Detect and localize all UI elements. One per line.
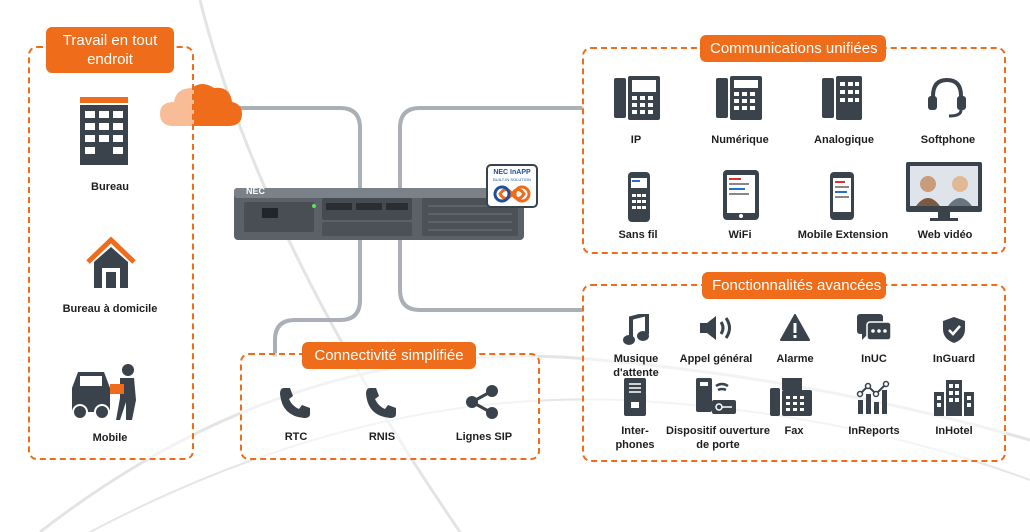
rtc-label: RTC xyxy=(284,431,308,443)
paging-label: Appel général xyxy=(679,353,753,365)
mobile-extension-label: Mobile Extension xyxy=(797,229,889,241)
device-brand-label: NEC xyxy=(246,186,266,196)
badge-line2: BUILT-IN SOLUTION xyxy=(493,177,531,182)
video-call-monitor-icon xyxy=(906,162,982,221)
web-video-label: Web vidéo xyxy=(917,229,973,241)
softphone-label: Softphone xyxy=(920,134,976,146)
person-with-car-icon xyxy=(72,364,136,420)
inhotel-label: InHotel xyxy=(935,425,973,437)
rnis-label: RNIS xyxy=(368,431,396,443)
alarm-label: Alarme xyxy=(776,353,814,365)
badge-line1: NEC InAPP xyxy=(493,169,531,176)
inreports-label: InReports xyxy=(848,425,900,437)
numerique-label: Numérique xyxy=(711,134,769,146)
inapp-badge: NEC InAPP BUILT-IN SOLUTION xyxy=(486,164,538,208)
inguard-label: InGuard xyxy=(932,353,976,365)
mobile-phone-icon xyxy=(830,172,854,220)
intercom-label: Inter-phones xyxy=(615,425,655,451)
analogique-label: Analogique xyxy=(814,134,874,146)
wifi-tablet-icon xyxy=(723,170,759,220)
shield-check-icon xyxy=(943,317,965,343)
connectivity-title: Connectivité simplifiée xyxy=(302,342,476,369)
inuc-label: InUC xyxy=(861,353,887,365)
office-building-icon xyxy=(80,97,128,165)
cordless-phone-icon xyxy=(628,172,650,222)
chat-bubble-icon xyxy=(857,314,891,341)
fax-icon xyxy=(770,378,812,416)
door-opener-icon xyxy=(696,378,736,414)
sans-fil-label: Sans fil xyxy=(618,229,658,241)
ip-label: IP xyxy=(630,134,642,146)
reports-chart-icon xyxy=(856,380,890,414)
mobile-label: Mobile xyxy=(92,432,128,444)
infinity-icon xyxy=(493,185,531,203)
bureau-label: Bureau xyxy=(91,181,129,193)
wifi-label: WiFi xyxy=(728,229,752,241)
sip-lines-label: Lignes SIP xyxy=(455,431,513,443)
music-note-icon xyxy=(623,314,649,345)
intercom-icon xyxy=(624,378,646,416)
advanced-features-title: Fonctionnalités avancées xyxy=(702,272,886,299)
speaker-icon xyxy=(700,316,731,340)
analog-phone-icon xyxy=(822,76,862,120)
home-icon xyxy=(86,236,136,288)
digital-phone-icon xyxy=(716,76,762,120)
ip-phone-icon xyxy=(614,76,660,120)
fax-label: Fax xyxy=(784,425,804,437)
share-icon xyxy=(466,385,498,419)
pbx-server-device: NEC xyxy=(232,184,528,242)
unified-communications-title: Communications unifiées xyxy=(700,35,886,62)
headset-icon xyxy=(928,77,966,118)
work-anywhere-title: Travail en tout endroit xyxy=(46,27,174,73)
hold-music-label: Musique d'attente xyxy=(613,353,659,379)
advanced-features-panel xyxy=(582,284,1006,462)
door-opener-label: Dispositif ouverture de porte xyxy=(666,425,770,451)
warning-icon xyxy=(780,314,810,341)
hotel-building-icon xyxy=(934,380,974,416)
rtc-phone-icon xyxy=(280,388,310,418)
rnis-phone-icon xyxy=(366,388,396,418)
home-office-label: Bureau à domicile xyxy=(62,303,158,315)
